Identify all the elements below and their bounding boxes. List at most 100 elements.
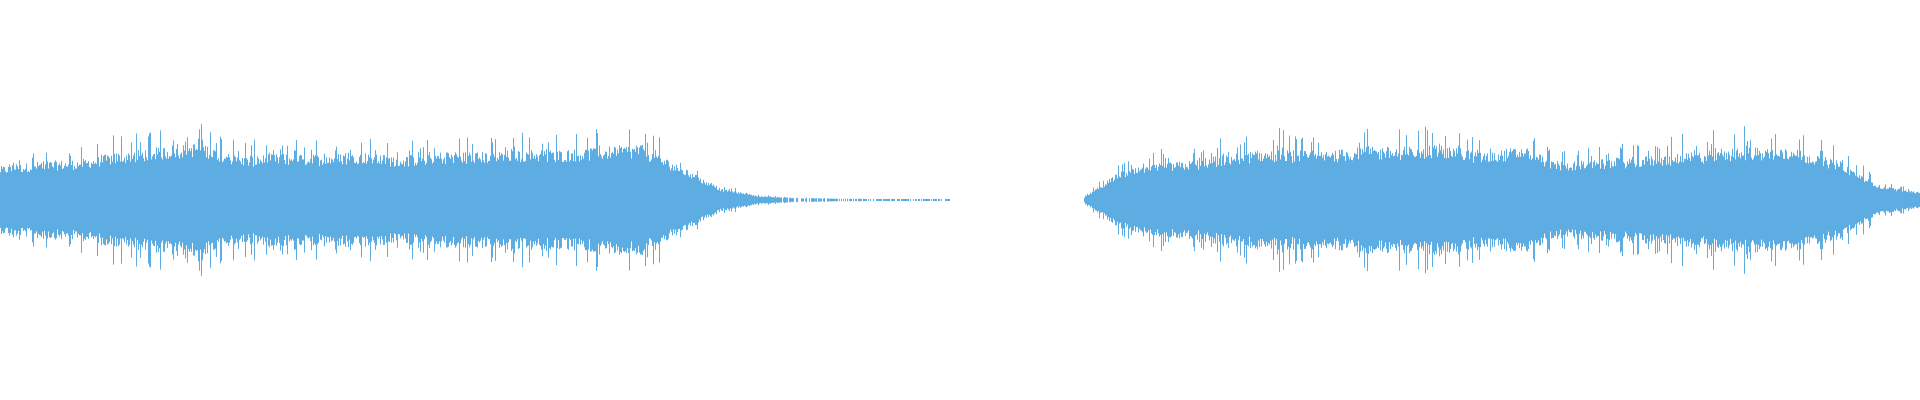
waveform-bar [1829, 164, 1830, 236]
waveform-bar [1333, 154, 1334, 246]
waveform-bar [122, 161, 123, 239]
waveform-bar [1843, 170, 1844, 230]
waveform-bar [1685, 158, 1686, 242]
waveform-bar [1128, 161, 1129, 239]
waveform-bar [212, 157, 213, 243]
waveform-bar [8, 166, 9, 234]
waveform-bar [1649, 158, 1650, 242]
waveform-bar [502, 154, 503, 246]
waveform-bar [371, 158, 372, 242]
waveform-bar [78, 166, 79, 234]
waveform-bar [1788, 159, 1789, 241]
waveform-bar [1352, 160, 1353, 240]
waveform-bar [6, 172, 7, 228]
waveform-bar [115, 163, 116, 237]
waveform-bar [557, 151, 558, 249]
waveform-bar [187, 137, 188, 263]
waveform-bar [723, 191, 724, 209]
waveform-bar [1127, 175, 1128, 225]
waveform-bar [742, 193, 743, 207]
waveform-bar [1722, 154, 1723, 246]
waveform-bar [1132, 168, 1133, 232]
waveform-bar [1389, 157, 1390, 243]
waveform-bar [65, 163, 66, 237]
waveform-bar [1325, 154, 1326, 246]
waveform-bar [1332, 152, 1333, 248]
waveform-bar [549, 151, 550, 249]
waveform-bar [139, 156, 140, 244]
waveform-bar [1291, 156, 1292, 244]
waveform-bar [1692, 156, 1693, 244]
waveform-bar [1188, 169, 1189, 231]
waveform-bar [1247, 154, 1248, 246]
waveform-bar [253, 166, 254, 234]
waveform-bar [861, 198, 862, 202]
waveform-bar [1560, 170, 1561, 230]
waveform-bar [1659, 148, 1660, 252]
waveform-bar [1852, 171, 1853, 229]
waveform-bar [1353, 157, 1354, 243]
waveform-bar [32, 157, 33, 243]
waveform-bar [1694, 150, 1695, 250]
waveform-bar [650, 161, 651, 239]
waveform-bar [1524, 153, 1525, 247]
waveform-bar [200, 150, 201, 250]
waveform-bar [1090, 192, 1091, 208]
waveform-bar [585, 149, 586, 251]
waveform-bar [1143, 163, 1144, 237]
waveform-bar [1391, 155, 1392, 245]
waveform-bar [638, 154, 639, 246]
waveform-bar [1615, 165, 1616, 235]
waveform-bar [1569, 167, 1570, 233]
waveform-bar [1855, 175, 1856, 225]
waveform-bar [1469, 159, 1470, 241]
waveform-bar [645, 133, 646, 267]
waveform-bar [441, 158, 442, 242]
waveform-bar [1710, 154, 1711, 246]
waveform-bar [564, 160, 565, 240]
waveform-bar [1208, 164, 1209, 236]
waveform-bar [929, 199, 930, 201]
waveform-bar [1535, 159, 1536, 241]
waveform-bar [605, 151, 606, 249]
waveform-bar [160, 130, 161, 270]
waveform-bar [1739, 153, 1740, 247]
waveform-bar [368, 154, 369, 246]
waveform-bar [1240, 144, 1241, 256]
waveform-bar [1606, 154, 1607, 246]
waveform-bar [1798, 157, 1799, 243]
waveform-bar [923, 199, 924, 201]
waveform-bar [112, 161, 113, 239]
waveform-bar [693, 177, 694, 223]
waveform-bar [180, 154, 181, 246]
waveform-bar [1774, 156, 1775, 244]
waveform-bar [293, 159, 294, 241]
waveform-bar [4, 167, 5, 233]
waveform-bar [1607, 160, 1608, 240]
waveform-bar [747, 193, 748, 207]
waveform-bar [1315, 154, 1316, 246]
waveform-bar [1395, 152, 1396, 248]
waveform-bar [1731, 155, 1732, 245]
waveform-bar [888, 198, 889, 202]
waveform-bar [1547, 146, 1548, 254]
waveform-bar [512, 151, 513, 249]
waveform-bar [1771, 138, 1772, 262]
waveform-bar [507, 150, 508, 250]
waveform-bar [1217, 147, 1218, 253]
waveform-bar [1745, 160, 1746, 240]
waveform-bar [1812, 161, 1813, 239]
waveform-bar [898, 199, 899, 201]
waveform-bar [1551, 161, 1552, 239]
waveform-bar [1705, 156, 1706, 244]
waveform-bar [879, 199, 880, 201]
waveform-bar [577, 156, 578, 244]
waveform-bar [1290, 151, 1291, 249]
waveform-bar [697, 170, 698, 230]
waveform-bar [641, 145, 642, 255]
waveform-bar [1174, 167, 1175, 233]
waveform-bar [885, 199, 886, 201]
waveform-bar [946, 199, 947, 201]
waveform-bar [71, 165, 72, 235]
waveform-bar [647, 142, 648, 258]
